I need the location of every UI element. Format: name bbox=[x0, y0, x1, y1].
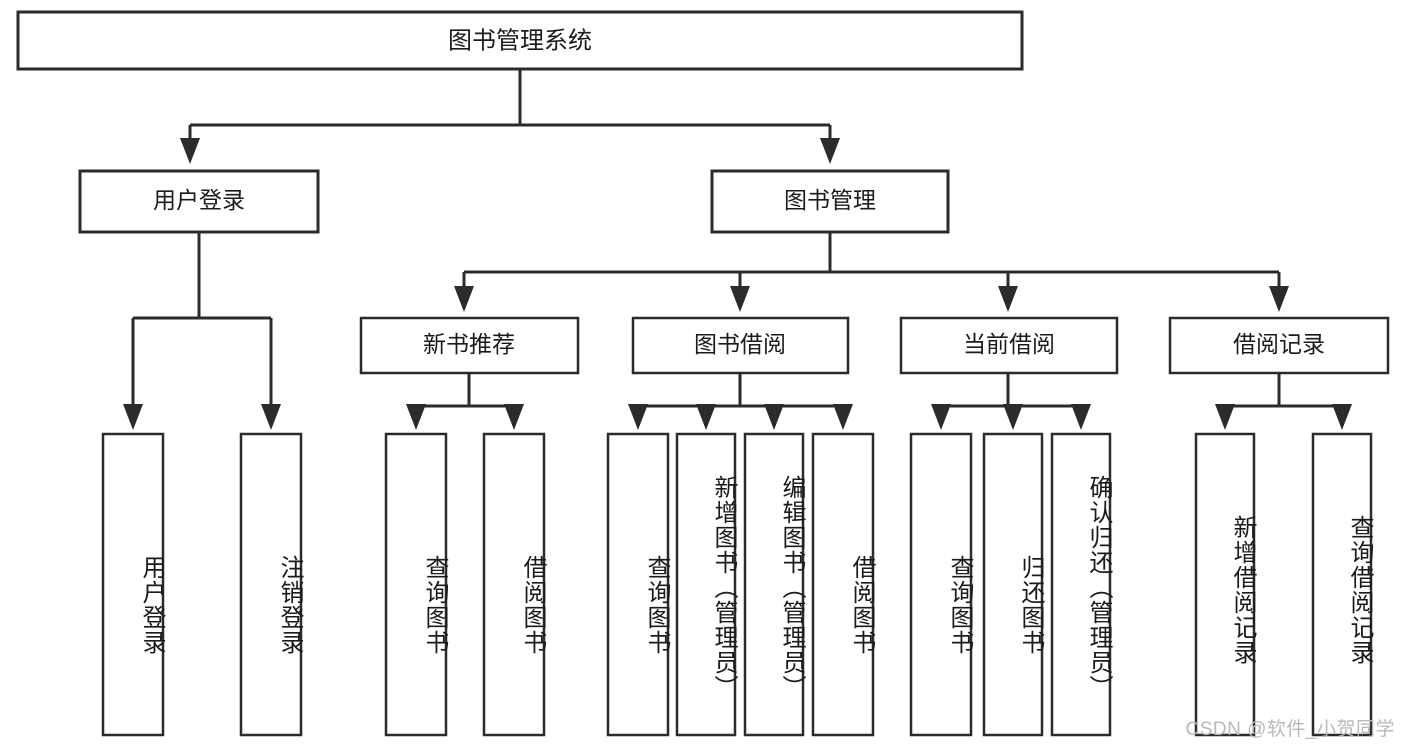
arrow-head-leaf-edit-book bbox=[764, 404, 784, 430]
node-borrow-record[interactable]: 借阅记录 bbox=[1168, 316, 1390, 375]
arrow-head-leaf-add-book bbox=[696, 404, 716, 430]
arrow-head-leaf-query-book-1 bbox=[406, 404, 426, 430]
arrow-head-book-borrow bbox=[730, 286, 750, 312]
node-new-book-rec[interactable]: 新书推荐 bbox=[359, 316, 580, 375]
node-root-box[interactable] bbox=[16, 10, 1024, 71]
leaf-label-borrow-book-1: 借阅图书 bbox=[519, 555, 546, 655]
leaf-box-user-login[interactable] bbox=[101, 432, 165, 737]
leaf-label-user-logout: 注销登录 bbox=[276, 555, 303, 655]
arrow-head-leaf-query-book-3 bbox=[931, 404, 951, 430]
node-current-borrow[interactable]: 当前借阅 bbox=[899, 316, 1119, 375]
node-new-book-rec-label: 新书推荐 bbox=[423, 331, 515, 357]
leaf-label-query-book-3: 查询图书 bbox=[946, 555, 973, 655]
leaf-boxes bbox=[101, 432, 1373, 737]
arrow-head-leaf-user-login bbox=[123, 404, 143, 430]
leaf-label-return-book: 归还图书 bbox=[1017, 555, 1044, 655]
node-current-borrow-label: 当前借阅 bbox=[963, 331, 1055, 357]
leaf-box-borrow-book-2[interactable] bbox=[811, 432, 875, 737]
leaf-box-add-book[interactable] bbox=[675, 432, 737, 737]
leaf-box-query-book-1[interactable] bbox=[384, 432, 448, 737]
arrow-head-leaf-query-book-2 bbox=[628, 404, 648, 430]
node-root-label: 图书管理系统 bbox=[448, 27, 592, 54]
connector-group-user-login bbox=[123, 232, 281, 430]
leaf-box-query-record[interactable] bbox=[1311, 432, 1373, 737]
node-book-manage-label: 图书管理 bbox=[784, 187, 876, 213]
connector-group-borrow-record bbox=[1215, 373, 1352, 430]
leaf-label-user-login: 用户登录 bbox=[138, 555, 165, 655]
connector-group-root bbox=[180, 69, 840, 164]
arrow-head-leaf-borrow-book-1 bbox=[504, 404, 524, 430]
node-root[interactable]: 图书管理系统 bbox=[16, 10, 1024, 71]
arrow-head-leaf-user-logout bbox=[261, 404, 281, 430]
node-borrow-record-box[interactable] bbox=[1168, 316, 1390, 375]
arrow-head-leaf-return-book bbox=[1003, 404, 1023, 430]
arrow-head-current-borrow bbox=[998, 286, 1018, 312]
leaf-box-query-book-3[interactable] bbox=[909, 432, 973, 737]
leaf-label-edit-book: 编辑图书（管理员） bbox=[778, 474, 805, 700]
node-book-manage-box[interactable] bbox=[710, 169, 950, 234]
leaf-label-add-record: 新增借阅记录 bbox=[1229, 515, 1256, 665]
leaf-label-confirm-return: 确认归还（管理员） bbox=[1085, 474, 1112, 700]
csdn-watermark: CSDN @软件_小贺同学 bbox=[1185, 719, 1395, 740]
node-book-borrow-box[interactable] bbox=[631, 316, 850, 375]
arrow-head-leaf-borrow-book-2 bbox=[833, 404, 853, 430]
node-book-borrow-label: 图书借阅 bbox=[694, 331, 786, 357]
connector-group-current-borrow bbox=[931, 373, 1091, 430]
leaf-box-confirm-return[interactable] bbox=[1050, 432, 1112, 737]
node-book-borrow[interactable]: 图书借阅 bbox=[631, 316, 850, 375]
node-user-login-box[interactable] bbox=[78, 169, 320, 234]
connector-group-book-manage bbox=[454, 232, 1289, 312]
leaf-label-borrow-book-2: 借阅图书 bbox=[848, 555, 875, 655]
arrow-head-book-manage bbox=[820, 138, 840, 164]
arrow-head-leaf-confirm-return bbox=[1071, 404, 1091, 430]
node-current-borrow-box[interactable] bbox=[899, 316, 1119, 375]
leaf-label-query-book-2: 查询图书 bbox=[643, 555, 670, 655]
leaf-box-add-record[interactable] bbox=[1194, 432, 1256, 737]
connector-group-book-borrow bbox=[628, 373, 853, 430]
arrow-head-new-book-rec bbox=[454, 286, 474, 312]
leaf-box-edit-book[interactable] bbox=[743, 432, 805, 737]
arrow-head-borrow-record bbox=[1269, 286, 1289, 312]
node-book-manage[interactable]: 图书管理 bbox=[710, 169, 950, 234]
leaf-label-query-record: 查询借阅记录 bbox=[1346, 515, 1373, 665]
arrow-head-user-login bbox=[180, 138, 200, 164]
leaf-box-user-logout[interactable] bbox=[239, 432, 303, 737]
arrow-head-leaf-add-record bbox=[1215, 404, 1235, 430]
node-borrow-record-label: 借阅记录 bbox=[1233, 331, 1325, 357]
node-new-book-rec-box[interactable] bbox=[359, 316, 580, 375]
arrow-head-leaf-query-record bbox=[1332, 404, 1352, 430]
node-user-login[interactable]: 用户登录 bbox=[78, 169, 320, 234]
leaf-box-query-book-2[interactable] bbox=[606, 432, 670, 737]
connector-group-new-book-rec bbox=[406, 373, 524, 430]
leaf-box-return-book[interactable] bbox=[982, 432, 1044, 737]
leaf-box-borrow-book-1[interactable] bbox=[482, 432, 546, 737]
leaf-label-query-book-1: 查询图书 bbox=[421, 555, 448, 655]
leaf-label-add-book: 新增图书（管理员） bbox=[710, 474, 737, 700]
node-user-login-label: 用户登录 bbox=[153, 187, 245, 213]
